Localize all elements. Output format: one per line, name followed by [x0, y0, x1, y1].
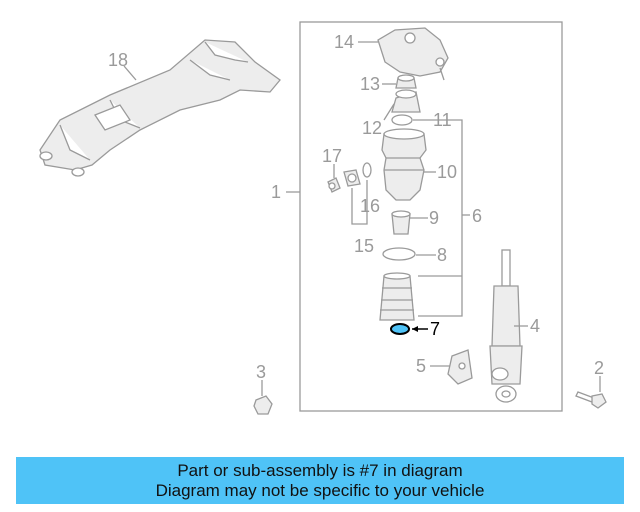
banner-line-1: Part or sub-assembly is #7 in diagram	[177, 460, 463, 480]
leader-15-16	[351, 180, 368, 225]
callout-17: 17	[322, 146, 342, 166]
callout-7: 7	[430, 319, 440, 339]
callout-8: 8	[437, 245, 447, 265]
callout-14: 14	[334, 32, 354, 52]
leader-12	[383, 103, 395, 121]
callout-9: 9	[429, 208, 439, 228]
callout-6: 6	[472, 206, 482, 226]
callout-10: 10	[437, 162, 457, 182]
part-15-fitting-seal[interactable]	[362, 162, 372, 178]
assembly-frame	[299, 21, 563, 412]
parts-diagram: 18 14 13 12 11 10 17	[39, 21, 607, 415]
part-7-seal[interactable]	[390, 323, 410, 335]
part-17-valve[interactable]	[327, 177, 341, 193]
callout-4: 4	[530, 316, 540, 336]
part-2-bolt[interactable]	[575, 391, 607, 409]
part-14-upper-mount[interactable]	[377, 27, 449, 81]
part-3-nut[interactable]	[253, 395, 273, 415]
callout-2: 2	[594, 358, 604, 378]
leader-6	[418, 119, 463, 317]
part-9-bump-stop[interactable]	[391, 210, 411, 235]
callout-15: 15	[354, 236, 374, 256]
leader-7-arrow	[412, 326, 418, 332]
part-11-seal-ring[interactable]	[391, 114, 413, 126]
info-banner: Part or sub-assembly is #7 in diagram Di…	[16, 457, 624, 504]
part-12-top-mount[interactable]	[391, 89, 421, 113]
part-13-nut[interactable]	[395, 74, 417, 89]
part-6-dust-boot[interactable]	[379, 272, 415, 321]
part-18-subframe[interactable]	[39, 39, 281, 177]
callout-16: 16	[360, 196, 380, 216]
callout-13: 13	[360, 74, 380, 94]
callout-3: 3	[256, 362, 266, 382]
banner-line-2: Diagram may not be specific to your vehi…	[155, 480, 485, 500]
part-10-air-spring[interactable]	[381, 128, 427, 201]
part-4-shock-absorber[interactable]	[489, 249, 523, 403]
callout-1: 1	[271, 182, 281, 202]
callout-18: 18	[108, 50, 128, 70]
callout-12: 12	[362, 118, 382, 138]
leader-18	[123, 65, 137, 81]
part-5-bracket[interactable]	[447, 349, 473, 385]
callout-5: 5	[416, 356, 426, 376]
part-16-fitting[interactable]	[343, 169, 361, 187]
part-8-ring[interactable]	[382, 247, 416, 261]
